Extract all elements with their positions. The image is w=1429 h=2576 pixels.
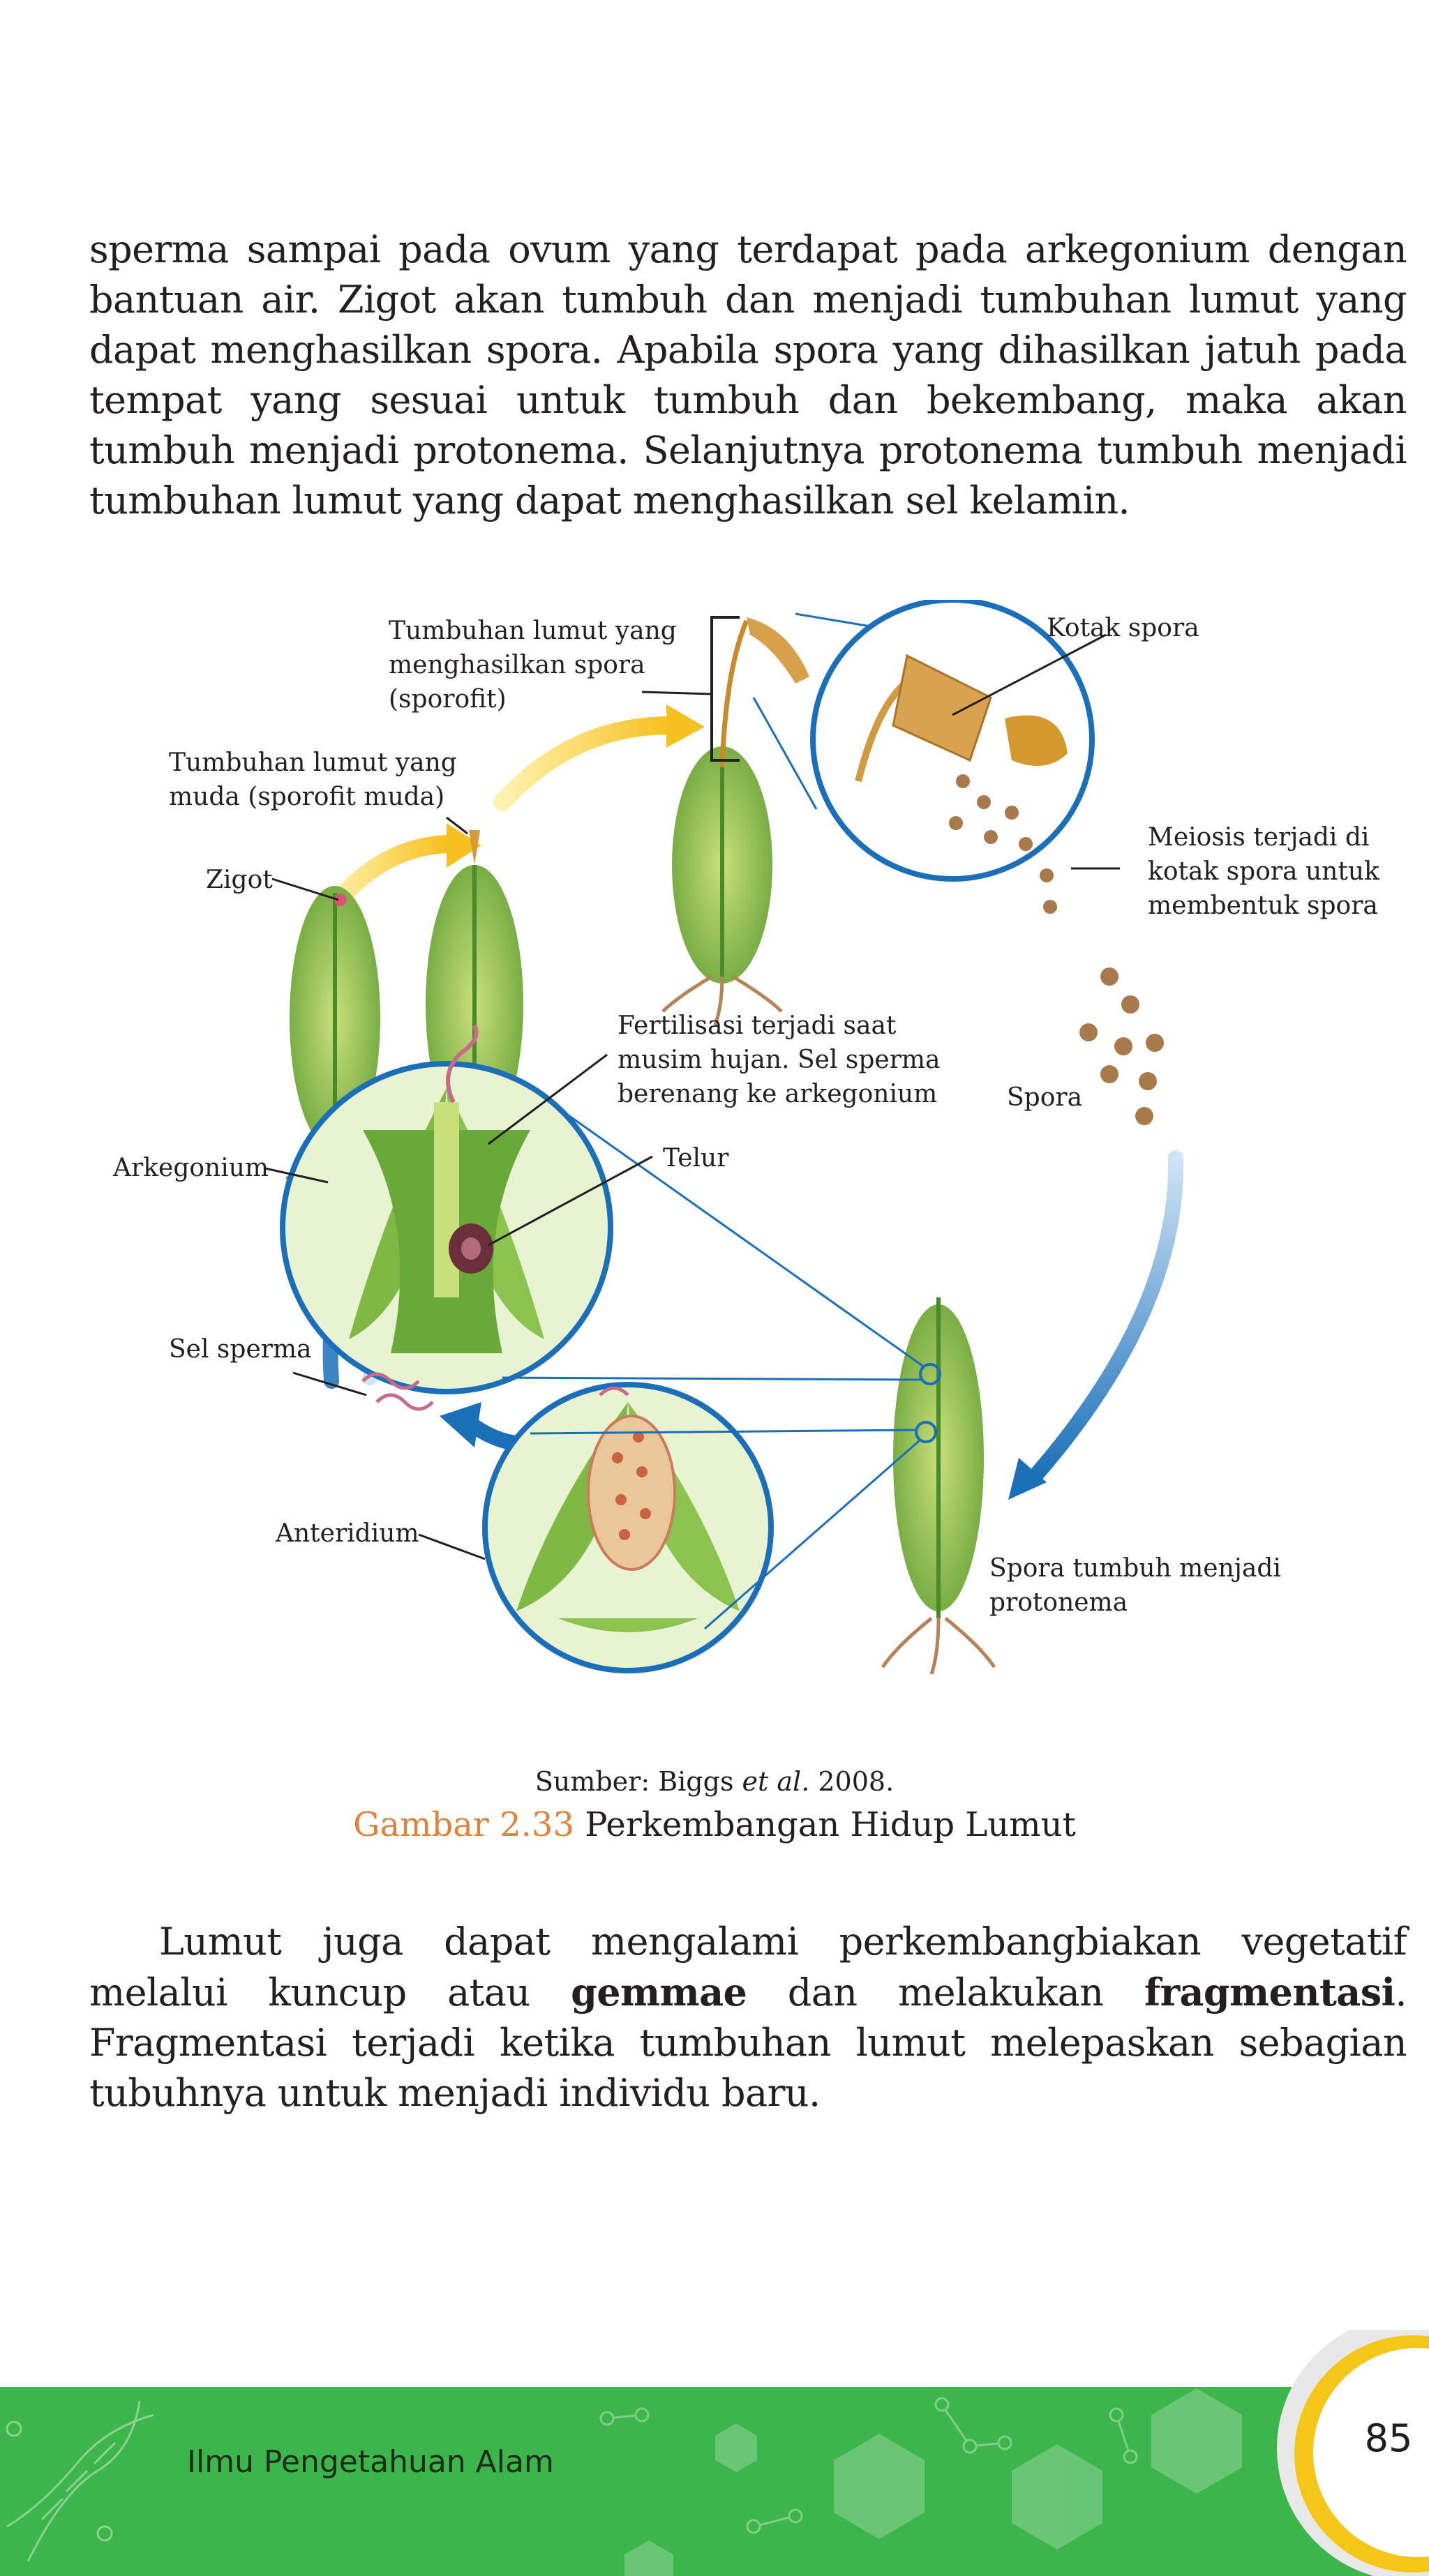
label-kotak-spora: Kotak spora	[1047, 614, 1199, 642]
label-meiosis-2: kotak spora untuk	[1148, 857, 1380, 886]
page-number-badge	[1277, 2330, 1429, 2576]
page-number: 85	[1364, 2416, 1413, 2460]
term-gemmae: gemmae	[571, 1970, 747, 2014]
label-sporofit-3: (sporofit)	[389, 685, 507, 714]
label-meiosis-3: membentuk spora	[1148, 891, 1378, 920]
footer-decoration	[6, 2388, 1242, 2576]
source-prefix: Sumber: Biggs	[534, 1766, 734, 1797]
spora-cluster	[1079, 967, 1164, 1125]
book-title: Ilmu Pengetahuan Alam	[187, 2444, 554, 2480]
para2-part1: Lumut juga dapat mengalami perkembangbia…	[89, 1920, 1407, 2014]
label-telur: Telur	[663, 1144, 729, 1173]
sperm-cells	[361, 1372, 629, 1411]
source-italic: et al.	[742, 1766, 810, 1797]
para2-part3: . Fragmentasi terjadi ketika tumbuhan lu…	[89, 1971, 1407, 2115]
molecule-pattern	[599, 2397, 1138, 2534]
label-arkegonium: Arkegonium	[112, 1154, 269, 1182]
paragraph-top: sperma sampai pada ovum yang terdapat pa…	[89, 227, 1407, 522]
label-muda-2: muda (sporofit muda)	[169, 783, 444, 811]
label-zigot: Zigot	[206, 866, 273, 894]
label-sporofit-2: menghasilkan spora	[389, 651, 645, 679]
figure-caption: Gambar 2.33 Perkembangan Hidup Lumut	[0, 1805, 1429, 1844]
figure-source: Sumber: Biggs et al. 2008.	[0, 1766, 1429, 1797]
hexagon-pattern	[624, 2388, 1242, 2576]
label-muda-1: Tumbuhan lumut yang	[169, 748, 457, 777]
label-sporofit-1: Tumbuhan lumut yang	[389, 617, 677, 645]
para2-part2: dan melakukan	[747, 1971, 1144, 2014]
label-meiosis-1: Meiosis terjadi di	[1148, 823, 1369, 852]
label-protonema-1: Spora tumbuh menjadi	[989, 1554, 1281, 1583]
life-cycle-diagram: Tumbuhan lumut yang menghasilkan spora (…	[112, 600, 1380, 1675]
label-sel-sperma: Sel sperma	[169, 1335, 312, 1364]
caption-number: Gambar 2.33	[353, 1805, 574, 1844]
arrow-muda-to-sporofit	[493, 716, 679, 811]
moss-plant-sporofit	[661, 617, 809, 1026]
arrow-spora-to-protonema	[1025, 1150, 1184, 1486]
moss-life-cycle-figure: Tumbuhan lumut yang menghasilkan spora (…	[0, 600, 1429, 1758]
label-anteridium: Anteridium	[275, 1519, 419, 1548]
source-year: 2008.	[818, 1766, 895, 1797]
label-protonema-2: protonema	[989, 1588, 1128, 1617]
paragraph-bottom: Lumut juga dapat mengalami perkembangbia…	[89, 1917, 1407, 2118]
label-spora: Spora	[1007, 1083, 1082, 1112]
label-fertilisasi-2: musim hujan. Sel sperma	[618, 1046, 941, 1074]
term-fragmentasi: fragmentasi	[1144, 1970, 1396, 2014]
caption-title: Perkembangan Hidup Lumut	[585, 1805, 1076, 1844]
page-footer: Ilmu Pengetahuan Alam	[0, 2387, 1429, 2576]
label-fertilisasi-1: Fertilisasi terjadi saat	[618, 1011, 897, 1040]
dna-icon	[6, 2400, 154, 2562]
moss-plant-protonema	[881, 1297, 996, 1675]
label-fertilisasi-3: berenang ke arkegonium	[618, 1080, 937, 1108]
